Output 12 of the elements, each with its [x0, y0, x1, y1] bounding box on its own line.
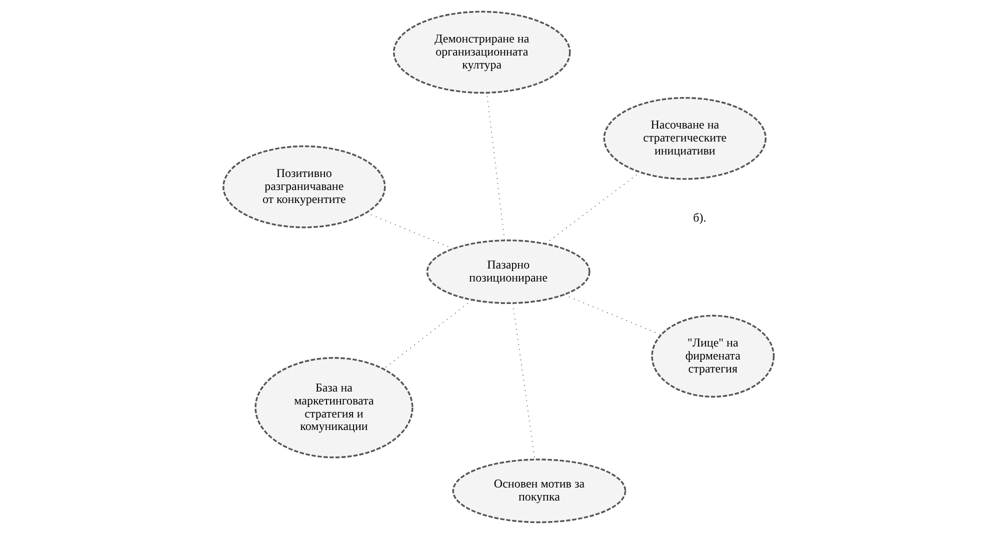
node-ellipse: "Лице" на фирмената стратегия — [651, 314, 775, 398]
connector — [383, 300, 472, 370]
node-ellipse: Демонстриране на организационната култура — [393, 10, 571, 94]
connector — [512, 302, 536, 460]
connector — [564, 294, 662, 336]
node-ellipse: Основен мотив за покупка — [452, 458, 626, 524]
node-ellipse: База на маркетинговата стратегия и комуникации — [254, 357, 414, 458]
label: б). — [693, 210, 706, 224]
connector — [366, 212, 454, 250]
node-ellipse: Насочване на стратегическите инициативи — [603, 96, 767, 180]
node-ellipse: Позитивно разграничаване от конкурентите — [222, 145, 386, 228]
node-ellipse: Пазарно позициониране — [426, 240, 590, 304]
